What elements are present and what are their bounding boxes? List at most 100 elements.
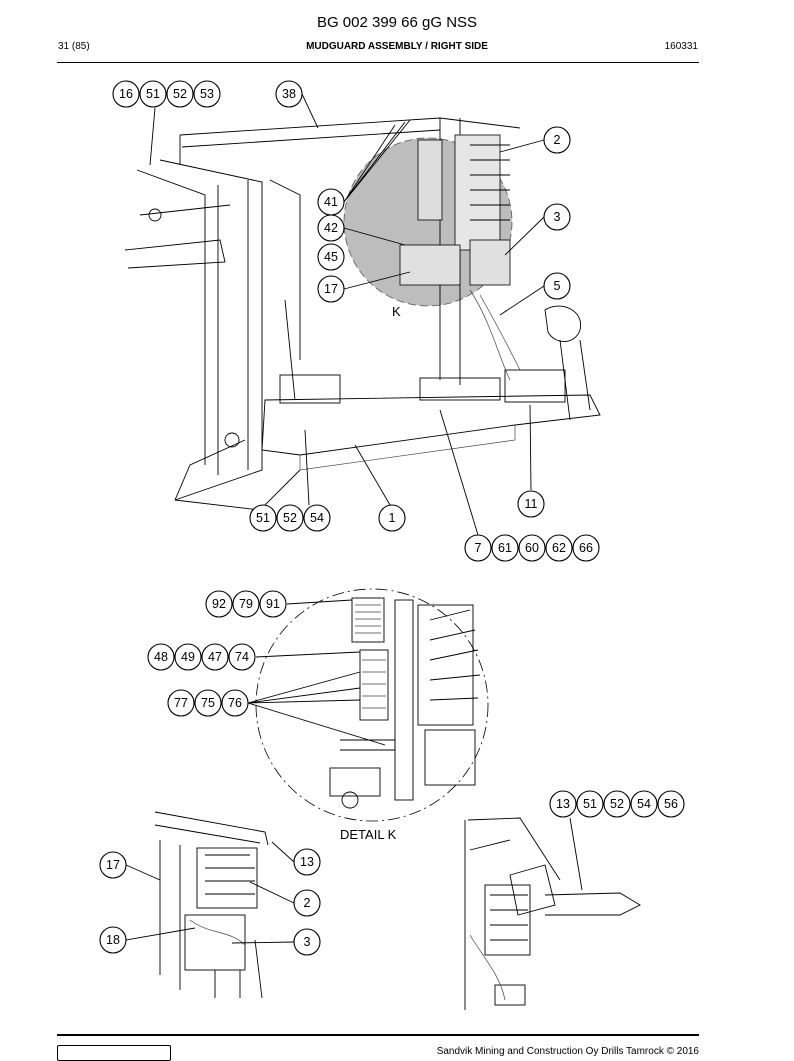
svg-text:3: 3 <box>554 210 561 224</box>
svg-text:52: 52 <box>283 511 297 525</box>
svg-text:91: 91 <box>266 597 280 611</box>
detail-k-label: DETAIL K <box>340 827 397 842</box>
svg-text:7: 7 <box>475 541 482 555</box>
callout-62: 62 <box>545 534 573 562</box>
svg-text:92: 92 <box>212 597 226 611</box>
document-id: BG 002 399 66 gG NSS <box>316 14 478 31</box>
callout-13: 13 <box>293 848 321 876</box>
callout-3: 3 <box>293 928 321 956</box>
callout-77: 77 <box>167 689 195 717</box>
callout-3: 3 <box>543 203 571 231</box>
svg-text:79: 79 <box>239 597 253 611</box>
svg-text:41: 41 <box>324 195 338 209</box>
callout-47: 47 <box>201 643 229 671</box>
callout-91: 91 <box>259 590 287 618</box>
svg-text:75: 75 <box>201 696 215 710</box>
callout-41: 41 <box>317 188 345 216</box>
svg-text:51: 51 <box>256 511 270 525</box>
lower-left-callouts: 17 13 2 18 3 <box>99 841 321 956</box>
page-title: MUDGUARD ASSEMBLY / RIGHT SIDE <box>306 41 488 52</box>
callout-76: 76 <box>221 689 249 717</box>
callout-38: 38 <box>275 80 303 108</box>
svg-text:48: 48 <box>154 650 168 664</box>
svg-text:66: 66 <box>579 541 593 555</box>
svg-text:53: 53 <box>200 87 214 101</box>
callout-52: 52 <box>603 790 631 818</box>
callout-52: 52 <box>166 80 194 108</box>
document-code: 160331 <box>664 41 698 52</box>
callout-17: 17 <box>99 851 127 879</box>
header-rule <box>57 62 699 63</box>
svg-text:16: 16 <box>119 87 133 101</box>
callout-42: 42 <box>317 214 345 242</box>
detail-k-callouts: 92 79 91 48 49 47 74 77 75 76 <box>147 590 386 746</box>
callout-56: 56 <box>657 790 685 818</box>
svg-text:60: 60 <box>525 541 539 555</box>
svg-text:17: 17 <box>324 282 338 296</box>
footer-rule <box>57 1034 699 1036</box>
callout-45: 45 <box>317 243 345 271</box>
main-callouts: 16 51 52 53 38 2 41 3 42 45 17 5 11 51 5… <box>112 80 600 562</box>
svg-text:52: 52 <box>610 797 624 811</box>
callout-1: 1 <box>378 504 406 532</box>
svg-text:51: 51 <box>583 797 597 811</box>
svg-text:42: 42 <box>324 221 338 235</box>
callout-66: 66 <box>572 534 600 562</box>
callout-18: 18 <box>99 926 127 954</box>
lower-right-callouts: 13 51 52 54 56 <box>549 790 685 891</box>
callout-60: 60 <box>518 534 546 562</box>
callout-51: 51 <box>576 790 604 818</box>
svg-text:2: 2 <box>554 133 561 147</box>
main-assembly-drawing <box>124 117 601 511</box>
svg-text:5: 5 <box>554 279 561 293</box>
svg-text:13: 13 <box>300 855 314 869</box>
callout-48: 48 <box>147 643 175 671</box>
svg-text:54: 54 <box>310 511 324 525</box>
svg-text:56: 56 <box>664 797 678 811</box>
callout-54: 54 <box>630 790 658 818</box>
callout-16: 16 <box>112 80 140 108</box>
callout-75: 75 <box>194 689 222 717</box>
svg-text:61: 61 <box>498 541 512 555</box>
svg-text:51: 51 <box>146 87 160 101</box>
detail-k-marker: K <box>392 304 401 319</box>
callout-51: 51 <box>249 504 277 532</box>
lower-right-view-drawing <box>464 817 641 1010</box>
svg-text:17: 17 <box>106 858 120 872</box>
callout-61: 61 <box>491 534 519 562</box>
callout-5: 5 <box>543 272 571 300</box>
callout-54: 54 <box>303 504 331 532</box>
callout-92: 92 <box>205 590 233 618</box>
svg-text:2: 2 <box>304 896 311 910</box>
svg-text:76: 76 <box>228 696 242 710</box>
page-number: 31 (85) <box>58 41 90 52</box>
callout-49: 49 <box>174 643 202 671</box>
callout-17: 17 <box>317 275 345 303</box>
callout-74: 74 <box>228 643 256 671</box>
callout-7: 7 <box>464 534 492 562</box>
detail-k-drawing <box>255 588 489 822</box>
svg-text:38: 38 <box>282 87 296 101</box>
svg-text:18: 18 <box>106 933 120 947</box>
svg-text:47: 47 <box>208 650 222 664</box>
svg-text:52: 52 <box>173 87 187 101</box>
sandvik-logo <box>57 1045 171 1061</box>
footer-copyright: Sandvik Mining and Construction Oy Drill… <box>436 1046 699 1057</box>
svg-text:74: 74 <box>235 650 249 664</box>
svg-text:1: 1 <box>389 511 396 525</box>
callout-52: 52 <box>276 504 304 532</box>
callout-51: 51 <box>139 80 167 108</box>
callout-13: 13 <box>549 790 577 818</box>
svg-text:13: 13 <box>556 797 570 811</box>
svg-text:3: 3 <box>304 935 311 949</box>
svg-text:77: 77 <box>174 696 188 710</box>
svg-text:49: 49 <box>181 650 195 664</box>
svg-text:11: 11 <box>525 497 538 511</box>
lower-left-view-drawing <box>154 811 269 999</box>
callout-53: 53 <box>193 80 221 108</box>
callout-2: 2 <box>293 889 321 917</box>
callout-11: 11 <box>517 490 545 518</box>
svg-text:45: 45 <box>324 250 338 264</box>
callout-79: 79 <box>232 590 260 618</box>
